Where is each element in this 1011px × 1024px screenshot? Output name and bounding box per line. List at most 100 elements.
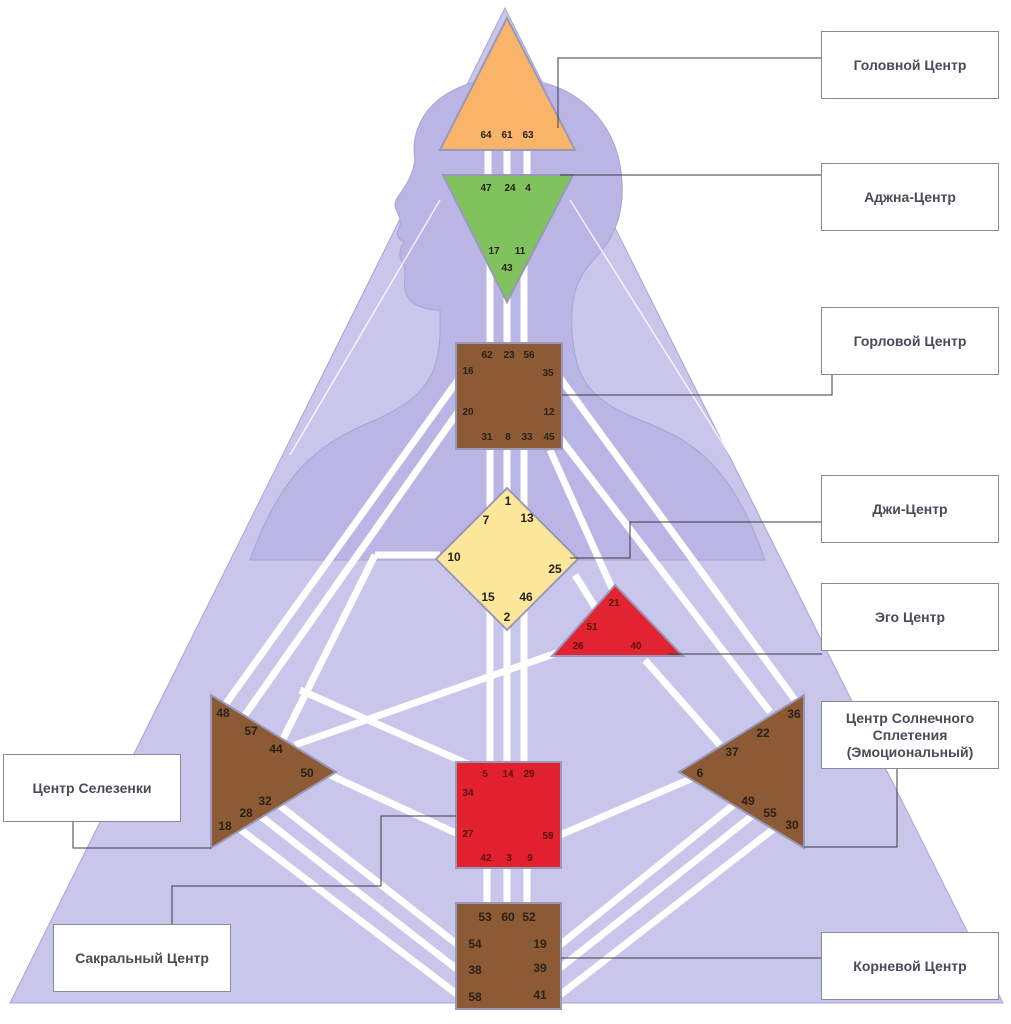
- gate-58: 58: [468, 990, 482, 1004]
- throat-center: [455, 342, 563, 450]
- gate-38: 38: [468, 963, 482, 977]
- gate-10: 10: [447, 550, 461, 564]
- label-throat-text: Горловой Центр: [853, 332, 967, 349]
- gate-18: 18: [218, 819, 232, 833]
- root-center: [455, 902, 562, 1010]
- gate-8: 8: [505, 432, 511, 443]
- gate-46: 46: [519, 590, 533, 604]
- gate-42: 42: [480, 853, 492, 864]
- gate-20: 20: [462, 407, 474, 418]
- guide-line-right: [569, 199, 731, 456]
- gate-22: 22: [756, 726, 770, 740]
- gate-15: 15: [481, 590, 495, 604]
- gate-41: 41: [533, 988, 547, 1002]
- gate-43: 43: [501, 263, 513, 274]
- gate-17: 17: [488, 246, 500, 257]
- gate-60: 60: [501, 910, 515, 924]
- label-ajna-center: Аджна-Центр: [821, 163, 999, 231]
- gate-52: 52: [522, 910, 536, 924]
- label-root-center: Корневой Центр: [821, 932, 999, 1000]
- gate-9: 9: [527, 853, 533, 864]
- gate-30: 30: [785, 818, 799, 832]
- label-ego-text: Эго Центр: [874, 608, 946, 625]
- leader-g: [570, 521, 822, 559]
- leader-head: [557, 57, 822, 128]
- sacral-center: [455, 761, 562, 869]
- label-ajna-text: Аджна-Центр: [864, 188, 956, 205]
- gate-6: 6: [697, 766, 704, 780]
- gate-23: 23: [503, 350, 515, 361]
- label-solar-line1: Центр Солнечного: [845, 709, 975, 726]
- gate-31: 31: [481, 432, 493, 443]
- gate-39: 39: [533, 961, 547, 975]
- label-solar-line3: (Эмоциональный): [846, 743, 974, 760]
- gate-61: 61: [501, 130, 513, 141]
- gate-32: 32: [258, 794, 272, 808]
- solar-plexus-center: [677, 693, 805, 850]
- head-center: [438, 15, 577, 151]
- ego-center: [549, 583, 686, 657]
- gate-7: 7: [483, 513, 490, 527]
- gate-26: 26: [572, 641, 584, 652]
- gate-19: 19: [533, 937, 547, 951]
- gate-24: 24: [504, 183, 516, 194]
- gate-62: 62: [481, 350, 493, 361]
- ajna-center: [441, 174, 575, 305]
- leader-spleen: [72, 822, 211, 849]
- leader-throat: [562, 375, 833, 396]
- gate-51: 51: [586, 622, 598, 633]
- gate-47: 47: [480, 183, 492, 194]
- label-solar-plexus-center: Центр Солнечного Сплетения (Эмоциональны…: [821, 701, 999, 769]
- label-g-center: Джи-Центр: [821, 475, 999, 543]
- gate-34: 34: [462, 788, 474, 799]
- g-center: [434, 486, 580, 632]
- gate-16: 16: [462, 366, 474, 377]
- gate-4: 4: [525, 183, 531, 194]
- gate-1: 1: [505, 494, 512, 508]
- gate-13: 13: [520, 511, 534, 525]
- gate-35: 35: [542, 368, 554, 379]
- guide-line-left: [289, 199, 441, 456]
- gate-57: 57: [244, 724, 258, 738]
- gate-2: 2: [504, 610, 511, 624]
- label-ego-center: Эго Центр: [821, 583, 999, 651]
- gate-5: 5: [482, 769, 488, 780]
- gate-28: 28: [239, 806, 253, 820]
- gate-54: 54: [468, 937, 482, 951]
- leader-solar: [804, 767, 898, 848]
- gate-3: 3: [506, 853, 512, 864]
- leader-sacral: [171, 815, 456, 924]
- gate-12: 12: [543, 407, 555, 418]
- label-g-text: Джи-Центр: [872, 500, 948, 517]
- gate-27: 27: [462, 829, 474, 840]
- label-sacral-text: Сакральный Центр: [75, 949, 209, 966]
- gate-48: 48: [216, 706, 230, 720]
- spleen-center: [210, 693, 338, 850]
- label-head-text: Головной Центр: [853, 56, 967, 73]
- gate-64: 64: [480, 130, 492, 141]
- gate-21: 21: [608, 598, 620, 609]
- label-sacral-center: Сакральный Центр: [53, 924, 231, 992]
- leader-lines: [72, 57, 898, 959]
- label-head-center: Головной Центр: [821, 31, 999, 99]
- label-spleen-center: Центр Селезенки: [3, 754, 181, 822]
- label-throat-center: Горловой Центр: [821, 307, 999, 375]
- gate-29: 29: [523, 769, 535, 780]
- gate-55: 55: [763, 806, 777, 820]
- label-root-text: Корневой Центр: [853, 957, 967, 974]
- gate-37: 37: [725, 745, 739, 759]
- gate-25: 25: [548, 562, 562, 576]
- gate-44: 44: [269, 742, 283, 756]
- gate-36: 36: [787, 707, 801, 721]
- gate-11: 11: [515, 246, 526, 257]
- label-solar-line2: Сплетения: [872, 726, 948, 743]
- label-spleen-text: Центр Селезенки: [32, 779, 152, 796]
- gate-45: 45: [543, 432, 555, 443]
- gate-59: 59: [542, 831, 554, 842]
- gate-33: 33: [521, 432, 533, 443]
- gate-49: 49: [741, 794, 755, 808]
- gate-53: 53: [478, 910, 492, 924]
- gate-63: 63: [522, 130, 534, 141]
- gate-14: 14: [502, 769, 514, 780]
